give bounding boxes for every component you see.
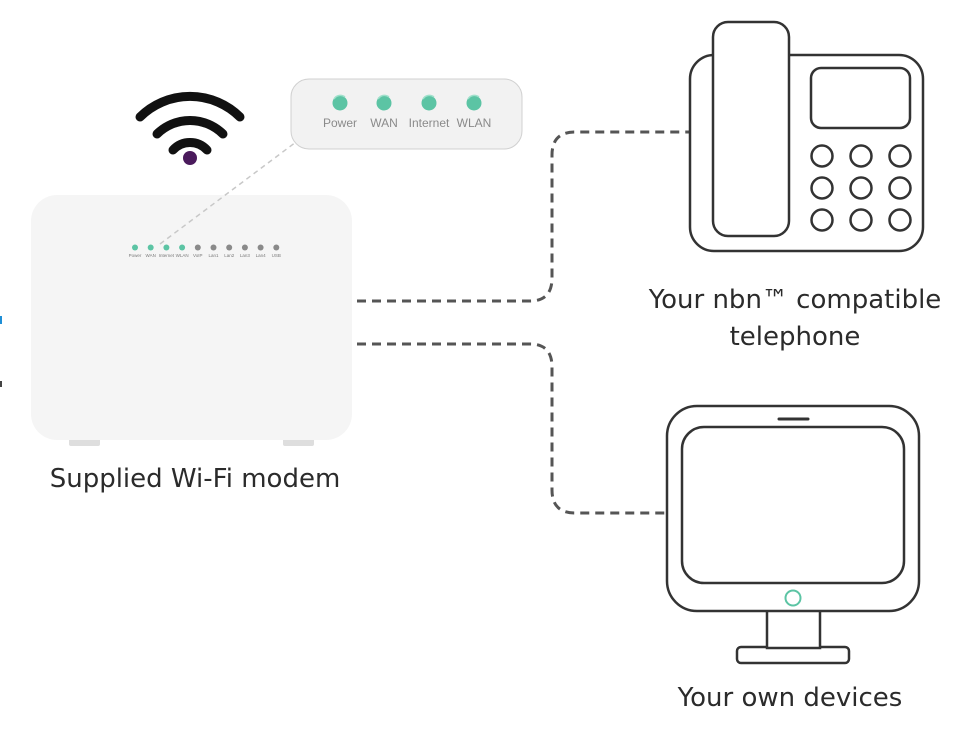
monitor-stand-base [735,645,851,665]
zoom-lights: Power WAN Internet WLAN [323,94,492,130]
phone-display [809,66,912,130]
modem-light-wan: WAN [146,244,156,258]
telephone-caption-line1: Your nbn™ compatible [648,285,942,315]
telephone-caption: Your nbn™ compatible telephone [630,282,960,356]
zoom-light-label: Power [323,116,357,130]
monitor-stand-neck [765,608,822,650]
phone-keypad [810,144,912,232]
modem-light-lan1: Lan1 [208,244,219,258]
modem-light-label: Lan4 [256,253,267,258]
modem-light-label: Lan2 [224,253,235,258]
zoom-light-wan: WAN [370,94,398,130]
modem-light-label: VoIP [193,253,203,258]
modem-light-label: USB [272,253,281,258]
zoomed-light-panel: Power WAN Internet WLAN [290,78,523,150]
monitor-power-button [784,589,802,607]
modem-light-label: Lan1 [208,253,219,258]
edge-mark-dark [0,381,2,387]
modem-light-label: Lan3 [240,253,251,258]
modem-light-label: Internet [159,253,175,258]
wifi-icon [135,91,245,155]
zoom-light-label: Internet [409,116,450,130]
zoom-light-wlan: WLAN [457,94,492,130]
monitor-icon [665,404,921,665]
phone-handset [711,20,791,238]
modem-light-wlan: WLAN [176,244,189,258]
modem-light-usb: USB [272,244,281,258]
modem-light-label: WLAN [176,253,189,258]
modem-light-voip: VoIP [193,244,203,258]
modem-light-power: Power [129,244,142,258]
modem-light-lan4: Lan4 [256,244,267,258]
zoom-panel-frame [290,78,523,150]
telephone-caption-line2: telephone [729,322,861,352]
zoom-light-internet: Internet [409,94,450,130]
monitor-frame [665,404,921,613]
zoom-light-power: Power [323,94,357,130]
connector-modem-to-phone [357,130,690,303]
edge-mark-blue [0,316,2,324]
zoom-light-label: WLAN [457,116,492,130]
zoom-leader-line [159,141,297,245]
desk-phone-icon [688,20,925,253]
devices-caption: Your own devices [677,683,903,713]
modem-light-internet: Internet [159,244,175,258]
modem-light-lan2: Lan2 [224,244,235,258]
modem-body [31,195,352,440]
modem-light-label: Power [129,253,142,258]
modem-caption: Supplied Wi-Fi modem [49,464,341,494]
wifi-dot [183,151,197,165]
zoom-light-label: WAN [370,116,398,130]
modem-light-label: WAN [146,253,156,258]
connector-modem-to-devices [357,342,667,515]
monitor-screen [680,425,906,585]
modem-light-lan3: Lan3 [240,244,251,258]
